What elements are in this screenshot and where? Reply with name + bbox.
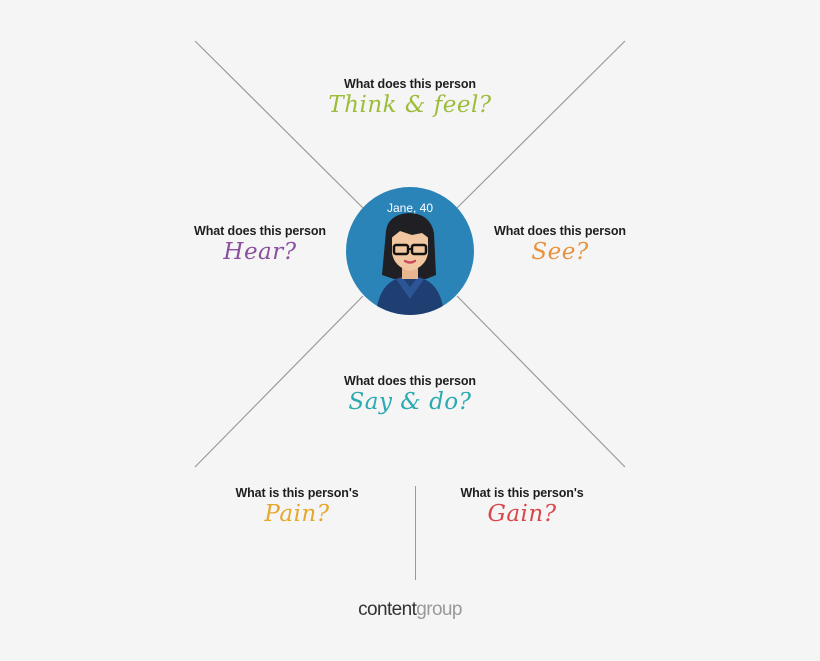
gain-quadrant: What is this person's Gain? [432, 486, 612, 527]
see-quadrant: What does this person See? [470, 224, 650, 265]
say-do-label: Say & do? [348, 389, 472, 415]
contentgroup-logo: contentgroup [0, 599, 820, 621]
logo-text-content: content [358, 599, 417, 620]
pain-prompt: What is this person's [235, 486, 359, 500]
gain-prompt: What is this person's [460, 486, 584, 500]
think-feel-label: Think & feel? [328, 92, 492, 118]
diagonal-line-top-right [456, 40, 626, 209]
diagonal-line-top-left [194, 40, 364, 209]
gain-label: Gain? [487, 501, 557, 527]
logo-text-group: group [416, 599, 462, 620]
think-prompt: What does this person [344, 77, 476, 91]
see-label: See? [531, 239, 589, 265]
hear-prompt: What does this person [194, 224, 326, 238]
hear-quadrant: What does this person Hear? [170, 224, 350, 265]
persona-name: Jane, 40 [386, 201, 434, 215]
persona-avatar-icon [376, 213, 444, 315]
pain-label: Pain? [264, 501, 330, 527]
pain-quadrant: What is this person's Pain? [207, 486, 387, 527]
diagonal-line-bottom-left [194, 295, 364, 468]
see-prompt: What does this person [494, 224, 626, 238]
say-do-quadrant: What does this person Say & do? [320, 374, 500, 415]
think-feel-quadrant: What does this person Think & feel? [320, 77, 500, 118]
say-prompt: What does this person [344, 374, 476, 388]
persona-circle: Jane, 40 [346, 187, 474, 315]
diagonal-line-bottom-right [456, 295, 626, 468]
hear-label: Hear? [223, 239, 297, 265]
